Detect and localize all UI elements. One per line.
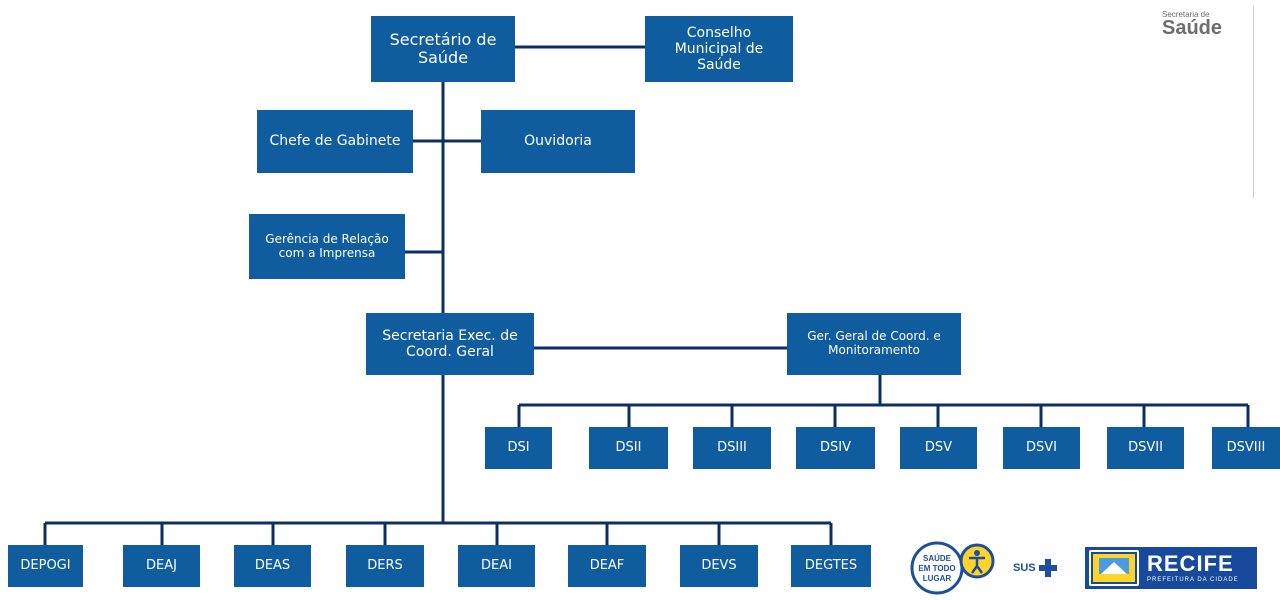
- distrito-box[interactable]: DSII: [589, 427, 668, 469]
- departamento-box[interactable]: DEGTES: [791, 545, 871, 587]
- chefe-de-gabinete-box[interactable]: Chefe de Gabinete: [257, 110, 413, 173]
- logo-title: Saúde: [1162, 17, 1223, 39]
- departamento-box[interactable]: DEAF: [568, 545, 646, 587]
- distrito-box[interactable]: DSIII: [693, 427, 771, 469]
- conselho-municipal-box[interactable]: Conselho Municipal de Saúde: [645, 16, 793, 82]
- gerencia-geral-coordenacao-box[interactable]: Ger. Geral de Coord. e Monitoramento: [787, 313, 961, 375]
- distrito-box[interactable]: DSVI: [1003, 427, 1080, 469]
- prefeitura-recife-logo: RECIFE PREFEITURA DA CIDADE: [1085, 547, 1257, 589]
- gerencia-imprensa-box[interactable]: Gerência de Relação com a Imprensa: [249, 214, 405, 279]
- distrito-box[interactable]: DSI: [485, 427, 552, 469]
- secretario-de-saude-box[interactable]: Secretário de Saúde: [371, 16, 515, 82]
- saude-logo-line-1: SAÚDE: [923, 554, 952, 563]
- secretaria-saude-logo: Secretaria de Saúde: [1162, 10, 1242, 38]
- departamento-box[interactable]: DEAS: [234, 545, 311, 587]
- departamento-box[interactable]: DEVS: [680, 545, 758, 587]
- recife-subtitle: PREFEITURA DA CIDADE: [1147, 577, 1239, 583]
- sus-logo: SUS: [1013, 558, 1058, 578]
- secretaria-executiva-box[interactable]: Secretaria Exec. de Coord. Geral: [366, 313, 534, 375]
- saude-logo-line-3: LUGAR: [923, 574, 952, 583]
- saude-em-todo-lugar-logo: SAÚDE EM TODO LUGAR: [905, 541, 997, 595]
- divider: [1253, 6, 1254, 198]
- plus-cross-icon: [1038, 559, 1057, 577]
- distrito-box[interactable]: DSV: [900, 427, 977, 469]
- recife-name: RECIFE: [1147, 551, 1234, 576]
- departamento-box[interactable]: DEAJ: [123, 545, 200, 587]
- departamento-box[interactable]: DEPOGI: [8, 545, 83, 587]
- departamento-box[interactable]: DEAI: [458, 545, 535, 587]
- saude-logo-line-2: EM TODO: [918, 564, 955, 573]
- sus-text: SUS: [1013, 562, 1036, 574]
- ouvidoria-box[interactable]: Ouvidoria: [481, 110, 635, 173]
- distrito-box[interactable]: DSVII: [1107, 427, 1184, 469]
- distrito-box[interactable]: DSVIII: [1212, 427, 1280, 469]
- logo-caption: Secretaria de: [1162, 10, 1210, 19]
- city-seal-icon: [1089, 550, 1139, 586]
- distrito-box[interactable]: DSIV: [796, 427, 875, 469]
- departamento-box[interactable]: DERS: [346, 545, 424, 587]
